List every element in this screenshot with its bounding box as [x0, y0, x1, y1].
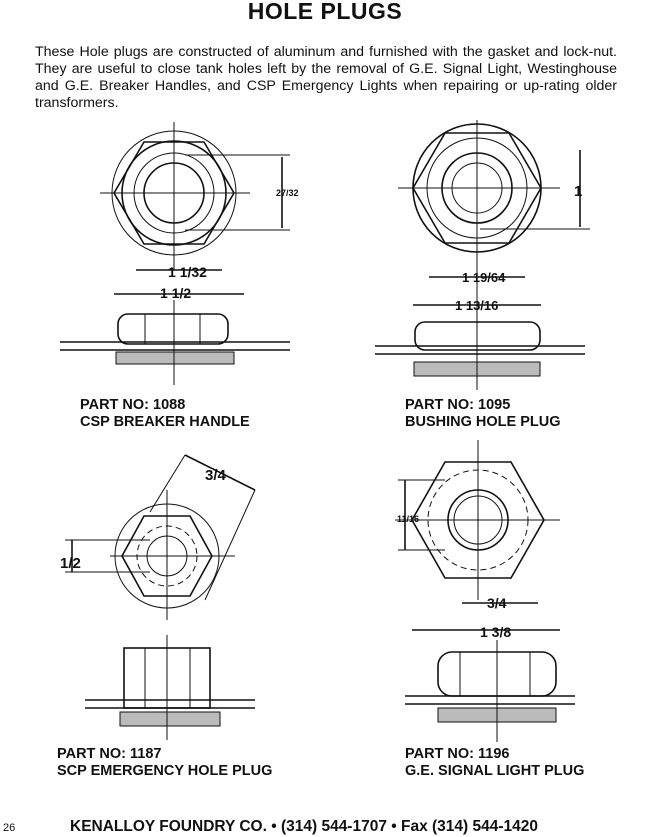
part-name: BUSHING HOLE PLUG — [405, 414, 561, 430]
drawing-1187-top: 3/4 1/2 — [60, 454, 256, 620]
svg-text:1: 1 — [574, 183, 582, 200]
page-number: 26 — [3, 822, 16, 834]
drawing-1196-side — [405, 640, 575, 742]
page-title: HOLE PLUGS — [247, 0, 403, 24]
part-1187-label: PART NO: 1187 SCP EMERGENCY HOLE PLUG — [57, 746, 272, 780]
svg-text:11/16: 11/16 — [397, 514, 419, 524]
part-name: G.E. SIGNAL LIGHT PLUG — [405, 763, 585, 779]
footer-contact: KENALLOY FOUNDRY CO. • (314) 544-1707 • … — [70, 818, 539, 835]
part-1095-label: PART NO: 1095 BUSHING HOLE PLUG — [405, 397, 560, 431]
drawing-1196-top: 11/16 3/4 1 3/8 — [395, 440, 560, 640]
svg-text:1 1/32: 1 1/32 — [168, 264, 207, 280]
part-number: PART NO: 1196 — [405, 746, 510, 762]
part-1196-label: PART NO: 1196 G.E. SIGNAL LIGHT PLUG — [405, 746, 584, 780]
svg-text:1 19/64: 1 19/64 — [462, 270, 506, 285]
drawing-1095-side — [375, 320, 585, 390]
part-name: SCP EMERGENCY HOLE PLUG — [57, 763, 273, 779]
part-1088-label: PART NO: 1088 CSP BREAKER HANDLE — [80, 397, 250, 431]
part-number: PART NO: 1088 — [80, 397, 186, 413]
svg-text:27/32: 27/32 — [276, 188, 299, 198]
svg-text:1 1/2: 1 1/2 — [160, 285, 191, 301]
svg-text:1 13/16: 1 13/16 — [455, 298, 498, 313]
drawing-1088-top: 27/32 1 1/32 1 1/2 — [100, 122, 299, 301]
part-number: PART NO: 1095 — [405, 397, 511, 413]
part-name: CSP BREAKER HANDLE — [80, 414, 250, 430]
drawing-1088-side — [60, 300, 290, 385]
drawing-1187-side — [85, 635, 255, 740]
drawing-1095-top: 1 1 19/64 1 13/16 — [398, 120, 590, 320]
svg-text:3/4: 3/4 — [205, 467, 227, 484]
svg-text:1 3/8: 1 3/8 — [480, 624, 511, 640]
intro-paragraph: These Hole plugs are constructed of alum… — [35, 44, 617, 111]
svg-text:1/2: 1/2 — [60, 555, 81, 572]
svg-text:3/4: 3/4 — [487, 595, 507, 611]
part-number: PART NO: 1187 — [57, 746, 162, 762]
